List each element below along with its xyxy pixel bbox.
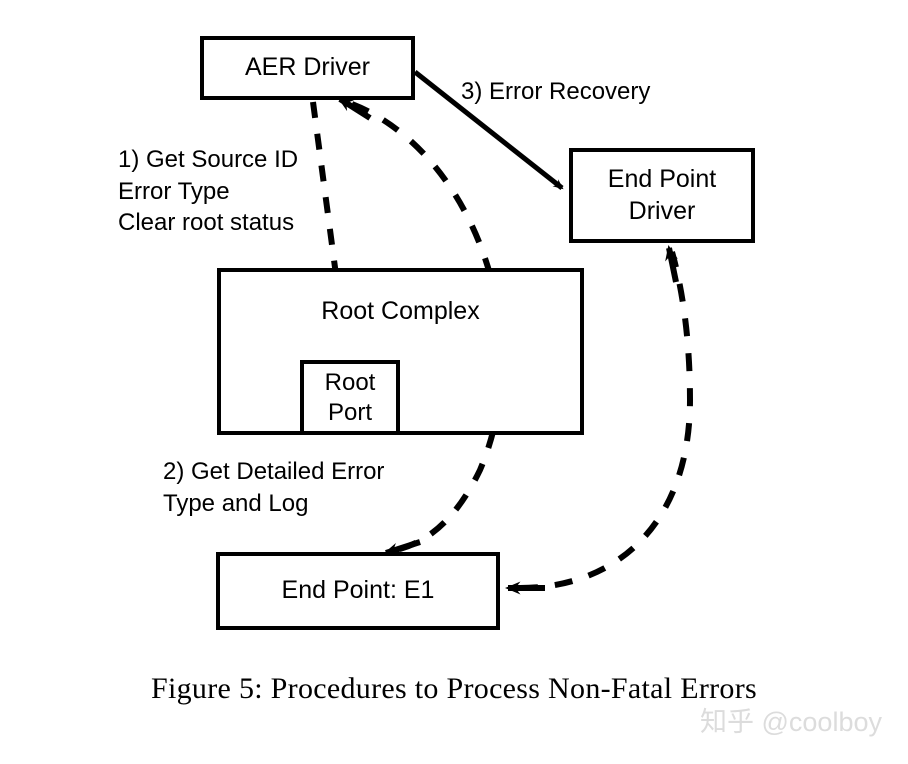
- edge-label-step2: 2) Get Detailed Error Type and Log: [163, 458, 385, 517]
- edge-get-detailed-error-head-bottom: [383, 539, 421, 556]
- edge-get-detailed-error-head-top: [337, 96, 372, 121]
- node-end-point-driver-label-line2: Driver: [628, 196, 696, 225]
- node-end-point-driver[interactable]: End Point Driver: [569, 148, 755, 243]
- node-end-point-driver-label-line1: End Point: [607, 165, 717, 194]
- node-root-complex[interactable]: Root Complex: [217, 268, 584, 435]
- node-aer-driver[interactable]: AER Driver: [200, 36, 415, 100]
- edge-get-detailed-error: [350, 101, 505, 554]
- node-root-port[interactable]: Root Port: [300, 360, 400, 435]
- edge-endpoint-to-driver: [519, 251, 694, 591]
- node-root-port-label-line1: Root: [324, 368, 376, 396]
- edge-label-step3: 3) Error Recovery: [461, 78, 651, 105]
- node-end-point-e1[interactable]: End Point: E1: [216, 552, 500, 630]
- edge-label-step1: 1) Get Source ID Error Type Clear root s…: [118, 146, 299, 237]
- edge-endpoint-to-driver-head-top: [665, 245, 679, 283]
- node-root-port-label-line2: Port: [327, 398, 372, 426]
- node-aer-driver-label: AER Driver: [244, 53, 370, 82]
- node-end-point-e1-label: End Point: E1: [281, 576, 435, 605]
- watermark: 知乎 @coolboy: [700, 707, 882, 737]
- edge-error-recovery: [413, 70, 564, 190]
- node-root-complex-label: Root Complex: [321, 297, 480, 325]
- figure-caption: Figure 5: Procedures to Process Non-Fata…: [151, 672, 757, 705]
